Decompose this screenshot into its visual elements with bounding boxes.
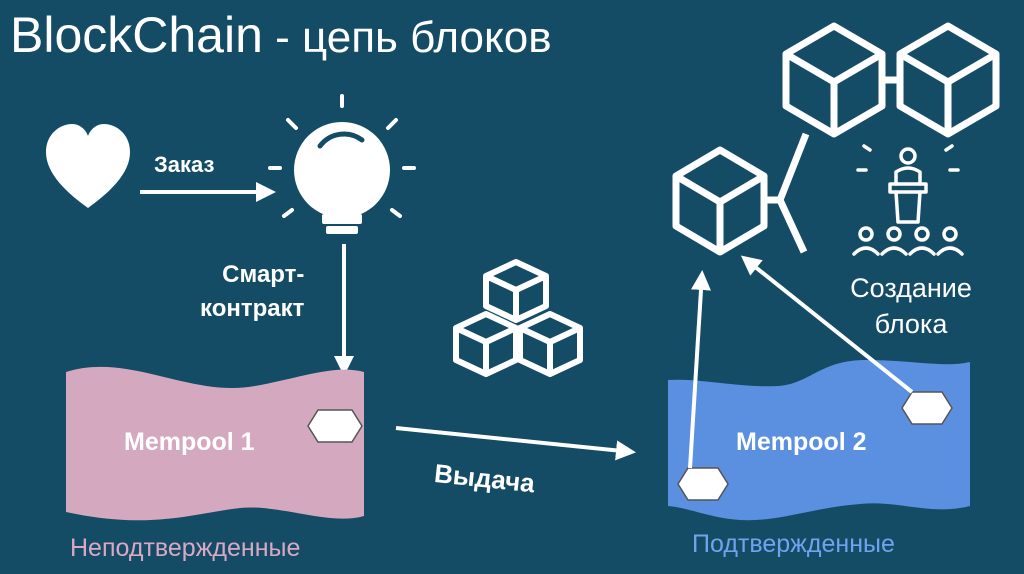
- block-creation-label-line1: Создание: [850, 273, 972, 303]
- unconfirmed-label: Неподтвержденные: [70, 534, 301, 562]
- smart-contract-label-line2: контракт: [200, 295, 305, 322]
- smart-contract-label: Смарт- контракт: [200, 258, 304, 326]
- hexagon-icon: [677, 467, 729, 501]
- blockchain-cubes-icon: [672, 22, 1000, 256]
- hexagon-icon: [901, 391, 953, 425]
- confirm-arrow-right: [740, 255, 914, 394]
- block-creation-label: Создание блока: [836, 270, 986, 342]
- mempool1-shape: [66, 366, 364, 521]
- block-creation-label-line2: блока: [874, 309, 948, 339]
- page-title: BlockChain - цепь блоков: [10, 6, 552, 64]
- cube-stack-icon: [453, 259, 583, 377]
- issue-arrow: [395, 426, 636, 461]
- order-label: Заказ: [154, 152, 215, 177]
- title-separator: -: [262, 13, 303, 62]
- lightbulb-icon: [268, 94, 416, 234]
- hexagon-icon: [307, 409, 363, 443]
- title-main: BlockChain: [10, 7, 263, 63]
- mempool1-label: Mempool 1: [124, 428, 255, 456]
- heart-icon: [46, 124, 130, 208]
- title-sub: цепь блоков: [302, 13, 552, 62]
- confirm-arrow-left: [688, 270, 711, 469]
- speaker-audience-icon: [852, 144, 964, 256]
- smart-contract-label-line1: Смарт-: [222, 261, 305, 288]
- mempool2-shape: [668, 360, 970, 521]
- confirmed-label: Подтвержденные: [692, 530, 895, 558]
- mempool2-label: Mempool 2: [736, 428, 867, 456]
